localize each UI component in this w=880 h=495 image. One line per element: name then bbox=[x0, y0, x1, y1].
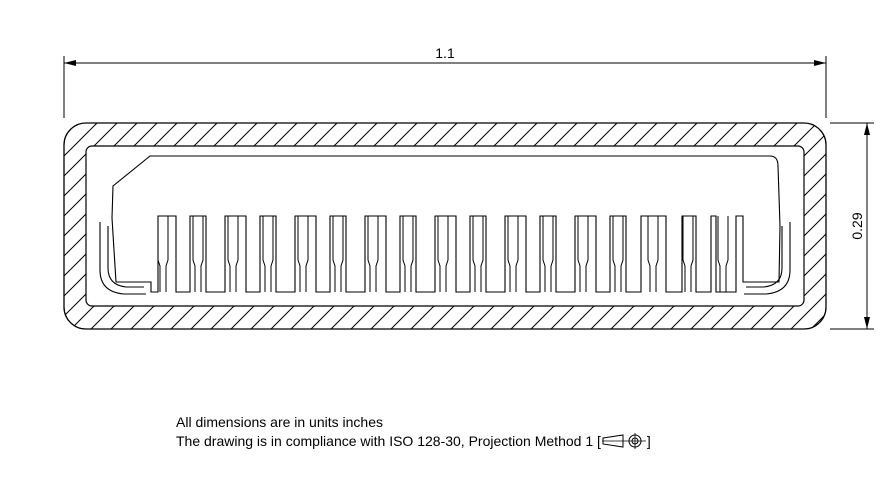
contact-pin bbox=[262, 216, 274, 292]
arrowhead-bottom bbox=[864, 317, 870, 329]
side-latches bbox=[99, 222, 791, 295]
contact-pin bbox=[612, 216, 624, 292]
contact-pin bbox=[367, 216, 379, 292]
compliance-note: The drawing is in compliance with ISO 12… bbox=[176, 432, 651, 454]
width-dimension-label: 1.1 bbox=[435, 45, 455, 61]
contact-pin bbox=[682, 216, 694, 292]
contact-pin bbox=[647, 216, 659, 292]
contact-pin bbox=[472, 216, 484, 292]
left-latch-inner bbox=[107, 226, 144, 288]
contact-pin bbox=[577, 216, 589, 292]
contact-pin bbox=[717, 216, 729, 292]
units-note: All dimensions are in units inches bbox=[176, 414, 383, 430]
first-angle-projection-icon bbox=[601, 433, 646, 454]
contact-pin bbox=[402, 216, 414, 292]
right-latch bbox=[744, 222, 791, 295]
contact-pin bbox=[542, 216, 554, 292]
contact-pin bbox=[437, 216, 449, 292]
arrowhead-top bbox=[864, 123, 870, 135]
height-dimension-label: 0.29 bbox=[849, 212, 865, 239]
contact-pin bbox=[332, 216, 344, 292]
drawing-notes: All dimensions are in units inches The d… bbox=[176, 413, 651, 454]
contact-pin bbox=[507, 216, 519, 292]
height-dimension: 0.29 bbox=[830, 122, 874, 330]
left-latch bbox=[99, 222, 146, 295]
compliance-close: ] bbox=[646, 433, 651, 449]
contact-pin bbox=[157, 216, 169, 292]
contact-pin bbox=[227, 216, 239, 292]
contact-pin bbox=[297, 216, 309, 292]
right-latch-inner bbox=[746, 226, 783, 288]
contact-pins bbox=[157, 216, 729, 292]
arrowhead-right bbox=[814, 60, 826, 66]
contact-pin bbox=[192, 216, 204, 292]
connector-shell bbox=[63, 122, 827, 330]
arrowhead-left bbox=[64, 60, 76, 66]
width-dimension: 1.1 bbox=[63, 45, 827, 118]
compliance-text: The drawing is in compliance with ISO 12… bbox=[176, 433, 601, 449]
